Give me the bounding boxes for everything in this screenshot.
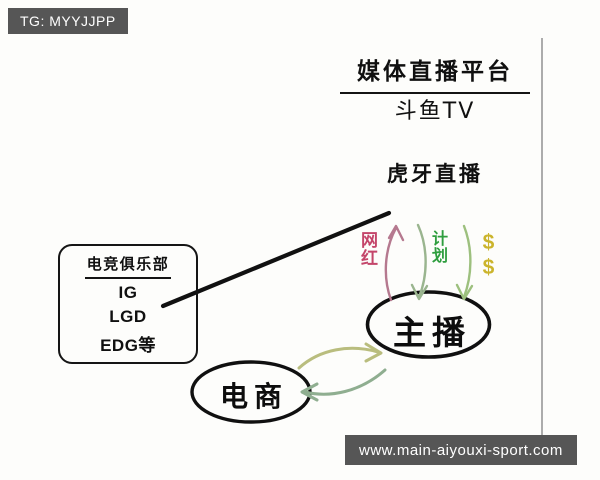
- money-down-arrow: [455, 224, 474, 301]
- watermark-website: www.main-aiyouxi-sport.com: [345, 435, 577, 465]
- ecommerce-to-streamer-arrow: [297, 342, 383, 370]
- streamer-ellipse: [365, 290, 492, 359]
- streamer-node-label: 主播: [393, 313, 471, 352]
- wanghong-up-arrow: [384, 224, 405, 302]
- annotation-wanghong: 网红: [357, 231, 377, 267]
- streamer-to-ecommerce-arrow: [300, 368, 387, 402]
- annotation-money: $$: [477, 231, 500, 281]
- header-title: 媒体直播平台: [340, 52, 530, 94]
- annotation-plan: 计划: [429, 230, 448, 264]
- plan-down-arrow: [410, 223, 429, 301]
- platform-huya-label: 虎牙直播: [387, 162, 483, 186]
- ecommerce-node-label: 电商: [219, 380, 288, 413]
- ecommerce-ellipse: [190, 360, 312, 424]
- watermark-telegram: TG: MYYJJPP: [8, 8, 128, 34]
- esports-club-box: [58, 244, 198, 364]
- platform-douyu-label: 斗鱼TV: [394, 99, 476, 124]
